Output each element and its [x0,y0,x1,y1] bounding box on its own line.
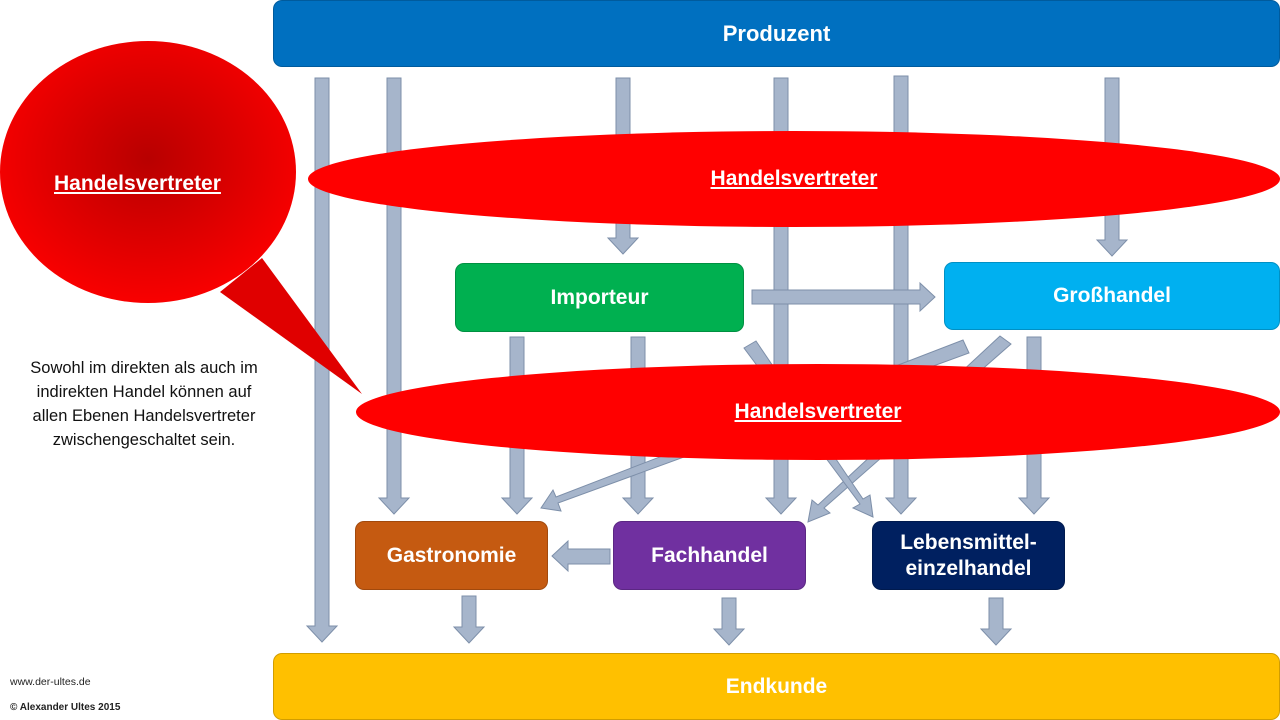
wholesale-box: Großhandel [944,262,1280,330]
producer-box: Produzent [273,0,1280,67]
note-line-4: zwischengeschaltet sein. [52,431,236,449]
arrow-specialist-to-endcustomer [712,597,746,646]
wholesale-label: Großhandel [1053,284,1171,307]
website-link[interactable]: www.der-ultes.de [10,676,91,688]
note-line-1: Sowohl im direkten als auch im [30,359,258,377]
food-retail-box: Lebensmittel- einzelhandel [872,521,1065,590]
arrow-gastronomy-to-endcustomer [452,595,486,644]
agent-ellipse-middle: Handelsvertreter [356,364,1280,460]
agent-top-label: Handelsvertreter [710,167,878,190]
callout-bubble [0,41,362,394]
copyright-text: © Alexander Ultes 2015 [10,702,121,713]
note-line-3: allen Ebenen Handelsvertreter [32,407,256,425]
agent-ellipse-top: Handelsvertreter [308,131,1280,227]
gastronomy-box: Gastronomie [355,521,548,590]
note-line-2: indirekten Handel können auf [36,383,252,401]
arrow-producer-to-gastronomy [377,77,411,515]
gastronomy-label: Gastronomie [386,543,517,567]
callout-label: Handelsvertreter [54,172,221,195]
producer-label: Produzent [722,20,831,46]
food-retail-label-line1: Lebensmittel- [900,530,1037,554]
arrow-importer-to-wholesale [751,281,936,313]
agent-middle-label: Handelsvertreter [734,400,902,423]
arrow-specialist-to-gastronomy [551,539,611,573]
specialist-retail-box: Fachhandel [613,521,806,590]
specialist-retail-label: Fachhandel [651,543,768,567]
arrow-food-retail-to-endcustomer [979,597,1013,646]
end-customer-box: Endkunde [273,653,1280,720]
end-customer-label: Endkunde [725,674,828,698]
importer-box: Importeur [455,263,744,332]
explanation-note: Sowohl im direkten als auch im indirekte… [8,356,280,452]
food-retail-label-line2: einzelhandel [905,556,1032,580]
importer-label: Importeur [550,285,649,309]
